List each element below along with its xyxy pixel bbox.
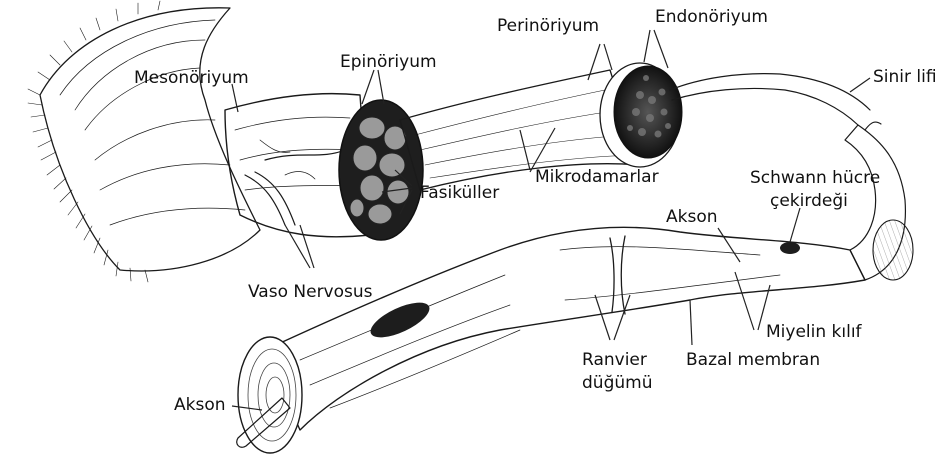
label-fasikuller: Fasiküller [420, 183, 499, 203]
label-schwann-line2: çekirdeği [770, 191, 848, 211]
label-akson-upper: Akson [666, 207, 718, 227]
label-ranvier-line1: Ranvier [582, 350, 647, 370]
label-vaso-nervosus: Vaso Nervosus [248, 282, 373, 302]
label-miyelin-kilif: Miyelin kılıf [766, 322, 863, 342]
label-epinoriyum: Epinöriyum [340, 52, 437, 72]
label-bazal-membran: Bazal membran [686, 350, 820, 370]
label-endonoriyum: Endonöriyum [655, 7, 768, 27]
label-perinoriyum: Perinöriyum [497, 16, 599, 36]
label-mikrodamarlar: Mikrodamarlar [535, 167, 659, 187]
label-akson-lower: Akson [174, 395, 226, 415]
label-ranvier-line2: düğümü [582, 373, 652, 393]
label-schwann-line1: Schwann hücre [750, 168, 880, 188]
label-sinir-lifi: Sinir lifi [873, 67, 937, 87]
label-mesonoriyum: Mesonöriyum [134, 68, 249, 88]
mesoneurium-sheet [28, 1, 260, 282]
